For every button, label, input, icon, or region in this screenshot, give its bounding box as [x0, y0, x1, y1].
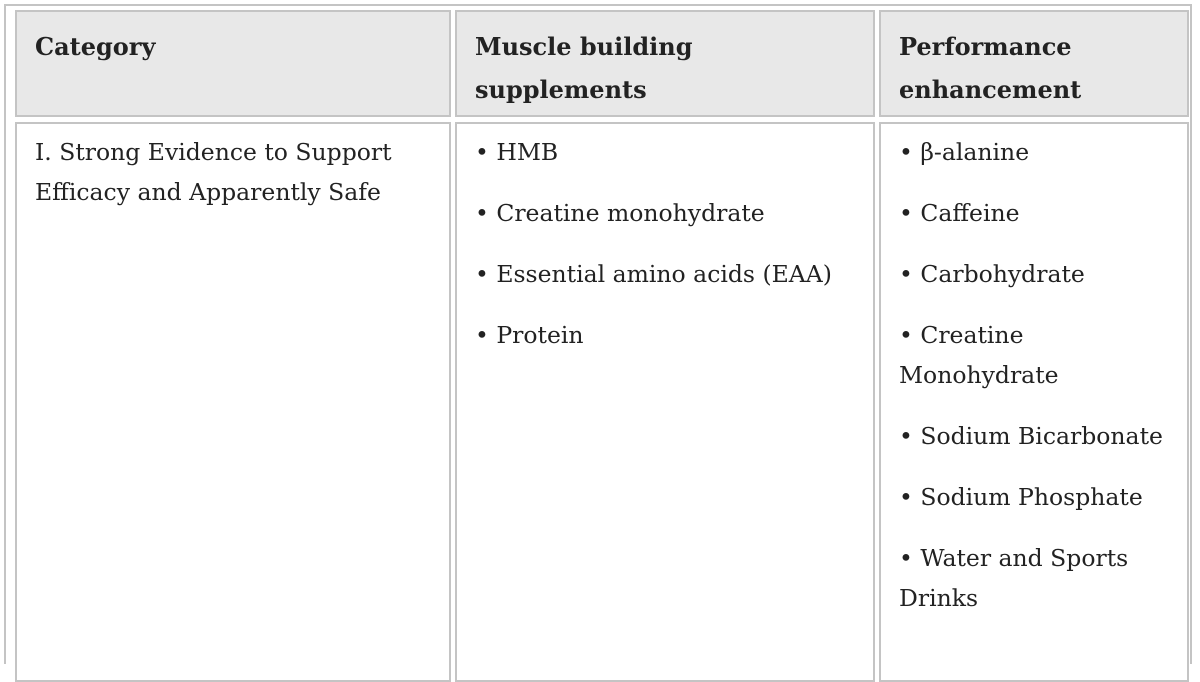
header-performance: Performance enhancement [879, 10, 1189, 117]
header-muscle-building: Muscle building supplements [455, 10, 875, 117]
list-item: β-alanine [899, 132, 1169, 172]
header-category-label: Category [35, 32, 156, 61]
muscle-building-list: HMB Creatine monohydrate Essential amino… [475, 132, 855, 355]
category-text: I. Strong Evidence to Support Efficacy a… [35, 138, 392, 206]
list-item: Carbohydrate [899, 254, 1169, 294]
list-item: HMB [475, 132, 855, 172]
list-item: Essential amino acids (EAA) [475, 254, 855, 294]
header-performance-label: Performance enhancement [899, 32, 1082, 104]
category-cell: I. Strong Evidence to Support Efficacy a… [15, 122, 451, 682]
list-item: Sodium Phosphate [899, 477, 1169, 517]
performance-cell: β-alanine Caffeine Carbohydrate Creatine… [879, 122, 1189, 682]
header-muscle-building-label: Muscle building supplements [475, 32, 693, 104]
list-item: Caffeine [899, 193, 1169, 233]
list-item: Water and Sports Drinks [899, 538, 1169, 618]
performance-list: β-alanine Caffeine Carbohydrate Creatine… [899, 132, 1169, 618]
muscle-building-cell: HMB Creatine monohydrate Essential amino… [455, 122, 875, 682]
supplement-table [4, 4, 1192, 664]
header-category: Category [15, 10, 451, 117]
list-item: Creatine monohydrate [475, 193, 855, 233]
list-item: Protein [475, 315, 855, 355]
list-item: Creatine Monohydrate [899, 315, 1169, 395]
list-item: Sodium Bicarbonate [899, 416, 1169, 456]
